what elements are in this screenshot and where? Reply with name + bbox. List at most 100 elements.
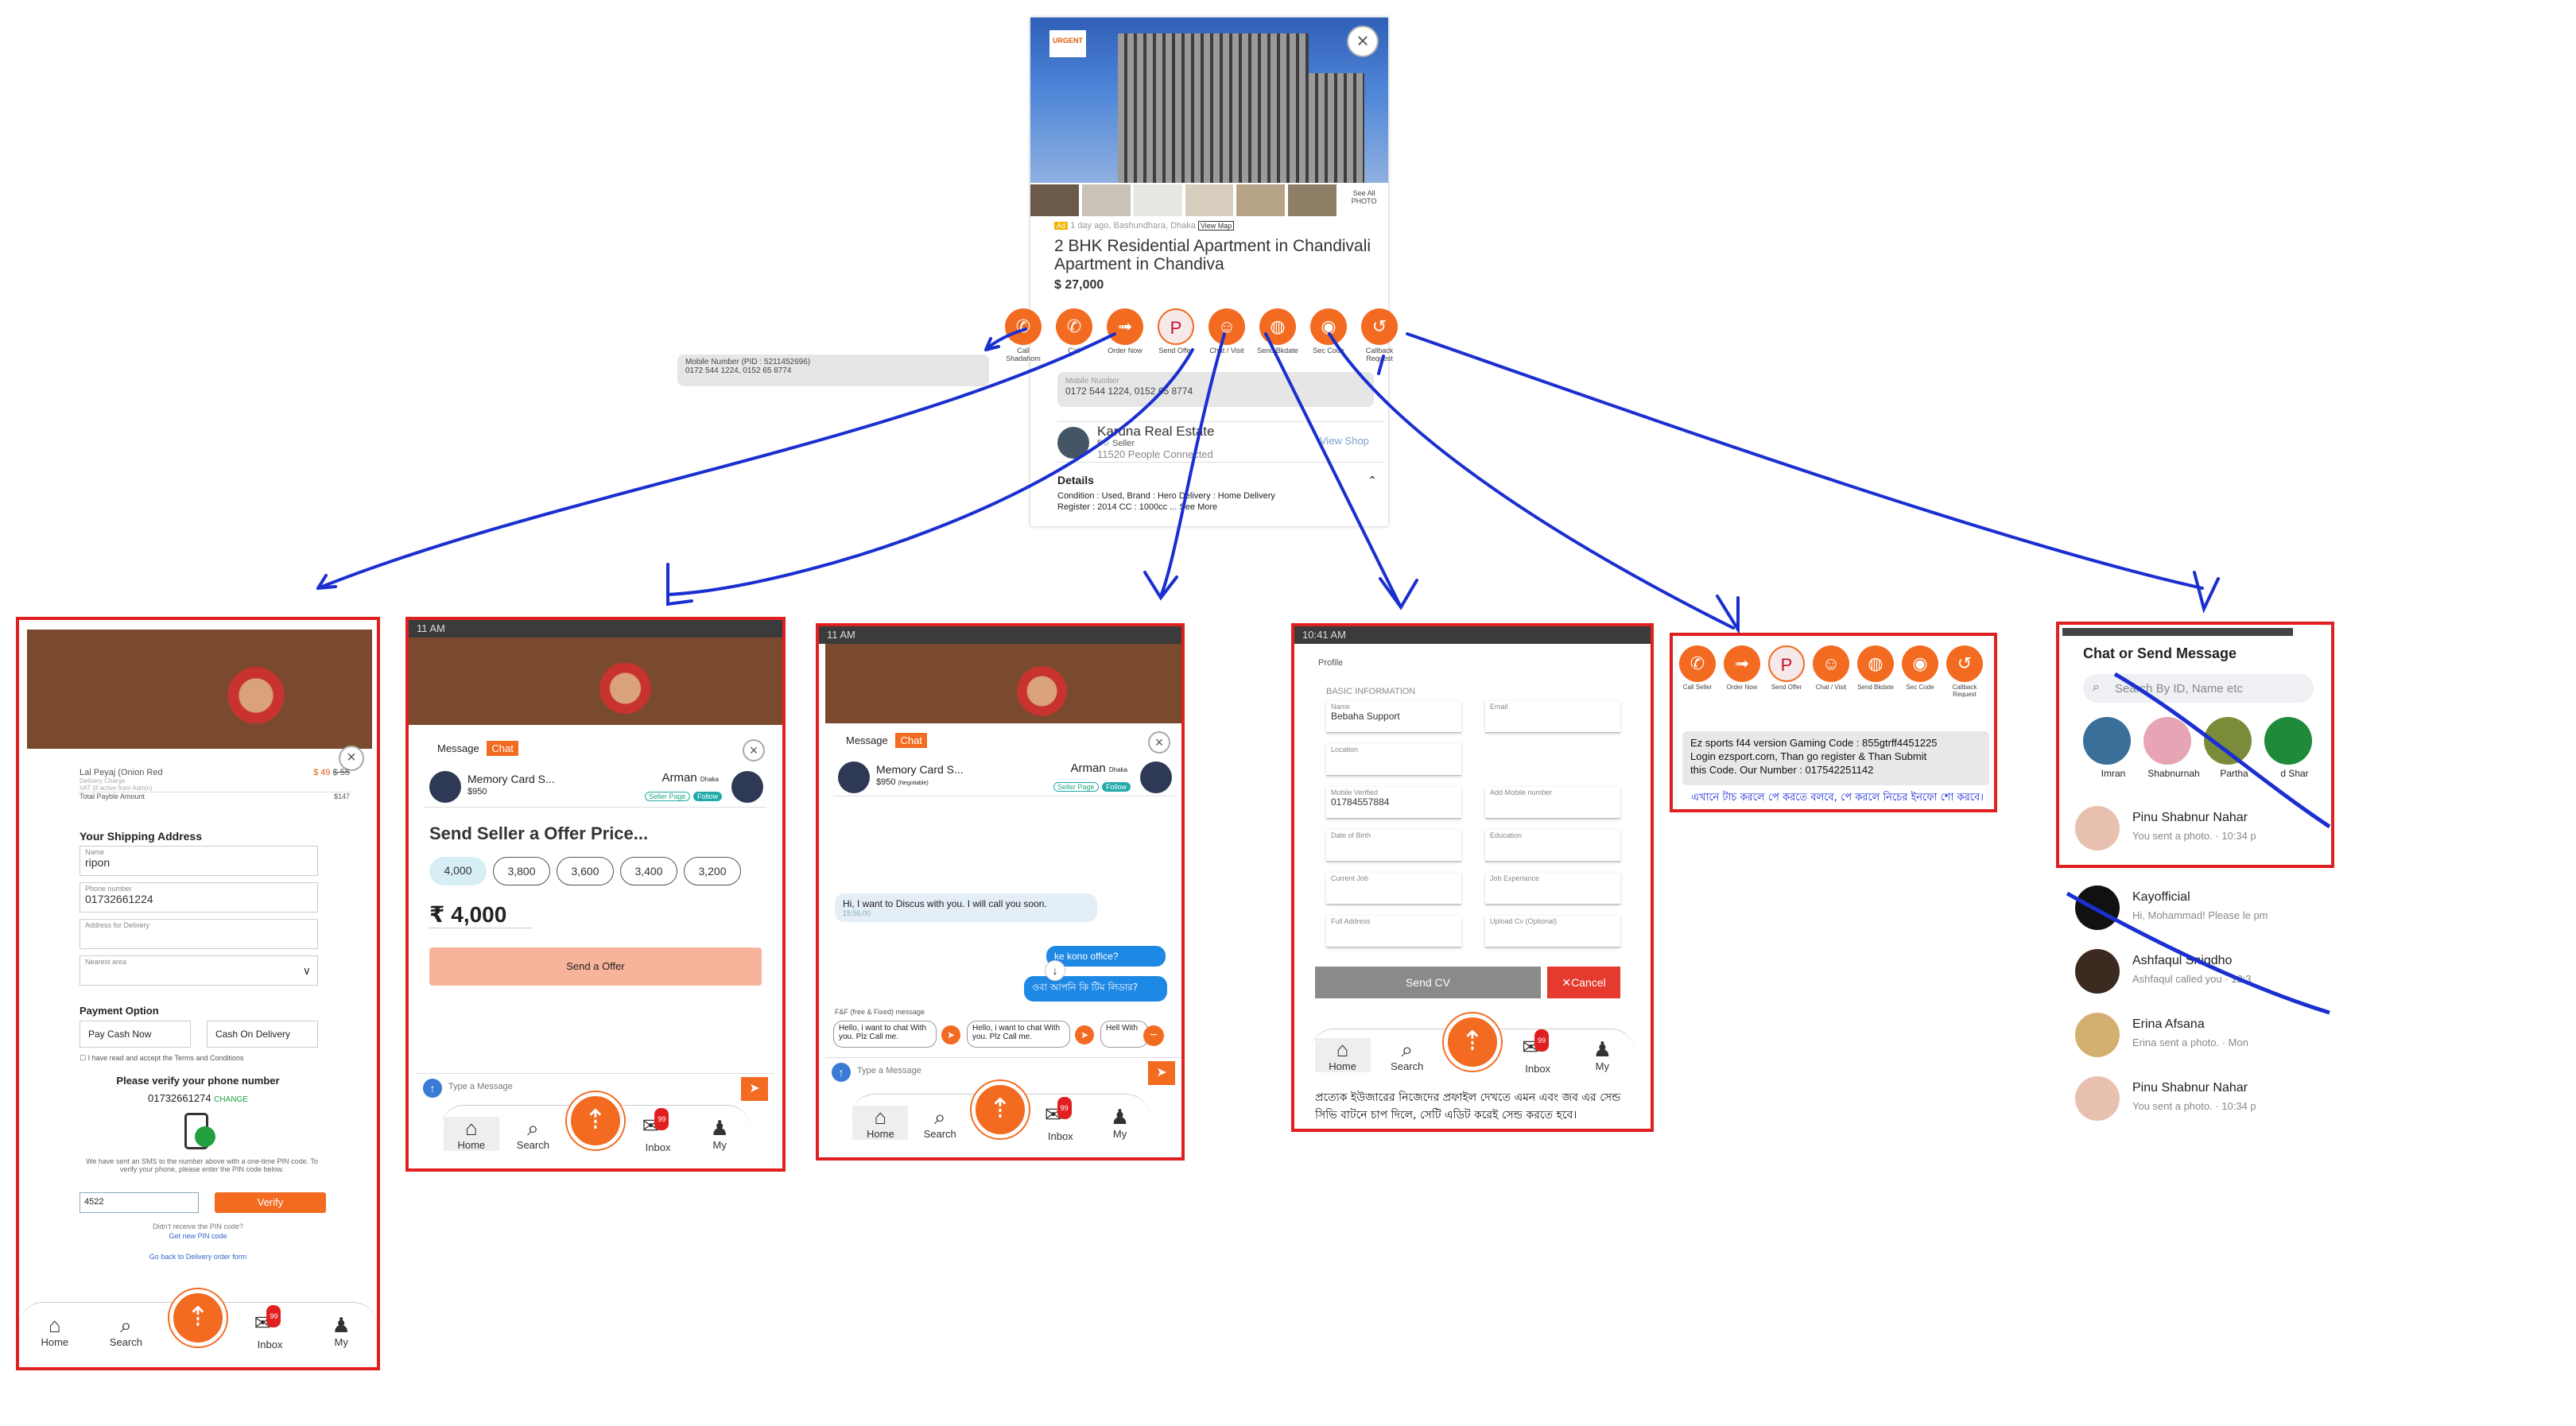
quick-send-icon-2[interactable]: ➤ [1075,1025,1094,1044]
change-link[interactable]: CHANGE [214,1095,248,1104]
seller-row[interactable]: Karuna Real Estate 5☆ Seller 11520 Peopl… [1057,421,1383,463]
pay-cash-now-button[interactable]: Pay Cash Now [80,1021,191,1048]
action-pinterest-icon[interactable]: P [1158,308,1194,345]
profile-field[interactable]: Job Experiance [1485,873,1620,905]
action-callback-icon[interactable]: ↺ [1361,308,1398,345]
close-icon[interactable]: × [339,746,364,771]
nav-home[interactable]: ⌂Home [27,1314,83,1348]
close-icon[interactable]: × [743,739,765,761]
upload-fab[interactable]: ⇡ [1443,1013,1501,1071]
action-phone-icon[interactable]: ✆ [1679,645,1716,682]
action-callback-icon[interactable]: ↺ [1946,645,1983,682]
tab-chat[interactable]: Chat [487,741,518,756]
quick-reply-1[interactable]: Hello, i want to chat With you. Plz Call… [833,1021,937,1048]
nav-home[interactable]: ⌂Home [443,1117,499,1151]
profile-field[interactable]: Add Mobile number [1485,787,1620,819]
tab-chat[interactable]: Chat [895,733,927,748]
seller-page-tag[interactable]: Seller Page [645,792,690,801]
chevron-up-icon[interactable]: ⌃ [1368,474,1377,486]
send-icon[interactable]: ➤ [741,1077,768,1101]
message-input[interactable]: Type a Message [857,1066,921,1075]
nav-my[interactable]: ♟My [1574,1038,1630,1072]
nav-home[interactable]: ⌂Home [1314,1038,1371,1072]
action-runner-icon[interactable]: ➟ [1724,645,1760,682]
go-back-link[interactable]: Go back to Delivery order form [149,1253,247,1261]
seller-page-tag[interactable]: Seller Page [1053,782,1099,792]
send-cv-button[interactable]: Send CV [1315,967,1541,998]
nav-my[interactable]: ♟My [313,1314,369,1348]
story-avatar[interactable] [2264,717,2312,765]
pin-input[interactable]: 4522 [80,1192,199,1213]
close-icon[interactable]: × [1347,25,1379,57]
thumbnail-strip[interactable]: See All PHOTO [1030,184,1389,216]
profile-field[interactable]: Education [1485,830,1620,862]
arrow-up-circle-icon[interactable]: ↑ [423,1079,442,1098]
offer-option[interactable]: 3,600 [557,857,614,885]
cash-on-delivery-button[interactable]: Cash On Delivery [207,1021,318,1048]
close-icon[interactable]: × [1148,731,1170,754]
upload-fab[interactable]: ⇡ [971,1080,1029,1138]
action-pinterest-icon[interactable]: P [1768,645,1805,682]
listing-photo[interactable]: URGENT × [1030,17,1388,183]
nav-my[interactable]: ♟My [1092,1106,1148,1140]
offer-option[interactable]: 4,000 [429,857,487,885]
view-map-link[interactable]: View Map [1197,221,1235,231]
address-field[interactable]: Address for Delivery [80,919,318,949]
profile-field[interactable]: Current Job [1326,873,1461,905]
nav-search[interactable]: ⌕Search [505,1117,561,1151]
follow-tag[interactable]: Follow [692,792,722,801]
product-row[interactable]: Memory Card S... $950 (Negotiable) Arman… [833,757,1175,796]
action-runner-icon[interactable]: ➟ [1107,308,1143,345]
send-icon[interactable]: ➤ [1148,1061,1175,1085]
nav-my[interactable]: ♟My [692,1117,747,1151]
profile-field[interactable]: Full Address [1326,916,1461,947]
view-shop-link[interactable]: View Shop [1320,435,1369,447]
story-avatar[interactable] [2083,717,2131,765]
offer-option[interactable]: 3,400 [620,857,677,885]
send-offer-button[interactable]: Send a Offer [429,947,762,986]
get-new-pin-link[interactable]: Get new PIN code [169,1232,227,1240]
action-phone-icon[interactable]: ✆ [1005,308,1042,345]
product-row[interactable]: Memory Card S... $950 Arman Dhaka Seller… [425,765,766,808]
nav-home[interactable]: ⌂Home [852,1106,909,1140]
quick-reply-2[interactable]: Hello, i want to chat With you. Plz Call… [967,1021,1070,1048]
action-eye-icon[interactable]: ◉ [1902,645,1938,682]
action-phone-icon[interactable]: ✆ [1056,308,1092,345]
nav-search[interactable]: ⌕Search [1379,1038,1435,1072]
nav-search[interactable]: ⌕Search [98,1314,153,1348]
offer-option[interactable]: 3,200 [684,857,741,885]
profile-field[interactable]: Upload Cv (Optional) [1485,916,1620,947]
upload-fab[interactable]: ⇡ [169,1288,227,1347]
offer-amount[interactable]: ₹ 4,000 [429,901,533,928]
story-avatar[interactable] [2143,717,2191,765]
message-input[interactable]: Type a Message [448,1082,513,1091]
arrow-up-circle-icon[interactable]: ↑ [832,1063,851,1082]
profile-field[interactable]: Email [1485,701,1620,733]
action-chat-icon[interactable]: ☺ [1813,645,1849,682]
cancel-button[interactable]: ✕Cancel [1547,967,1620,998]
follow-tag[interactable]: Follow [1101,782,1131,792]
verify-button[interactable]: Verify [215,1192,326,1213]
upload-fab[interactable]: ⇡ [566,1091,624,1149]
action-globe-icon[interactable]: ◍ [1259,308,1296,345]
nearest-area-select[interactable]: Nearest area∨ [80,955,318,986]
profile-field[interactable]: Location [1326,744,1461,776]
profile-field[interactable]: Date of Birth [1326,830,1461,862]
quick-send-icon-1[interactable]: ➤ [941,1025,960,1044]
scroll-down-icon[interactable]: ↓ [1045,960,1065,981]
offer-option[interactable]: 3,800 [493,857,550,885]
nav-search[interactable]: ⌕Search [912,1106,968,1140]
action-eye-icon[interactable]: ◉ [1310,308,1347,345]
tab-message[interactable]: Message [846,734,888,746]
